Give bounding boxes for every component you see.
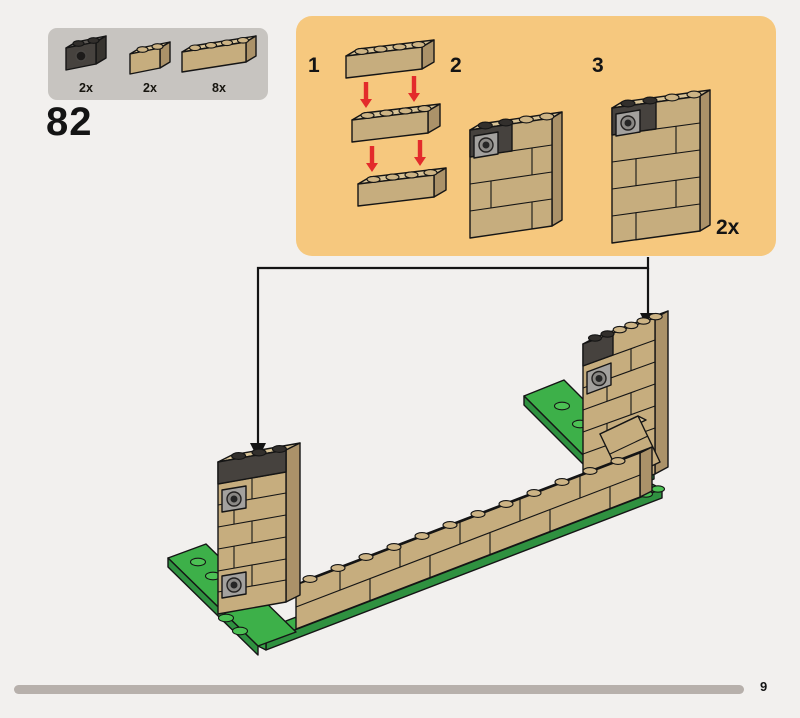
substep3-wall: [611, 89, 711, 244]
part-brick-1x4-tan-icon: [181, 35, 257, 73]
red-arrow-icon: [408, 76, 420, 102]
main-assembly-illustration: [167, 257, 669, 656]
red-arrow-icon: [414, 140, 426, 166]
part-count: 2x: [143, 81, 157, 95]
substep-illustrations: [345, 39, 711, 244]
red-arrow-icon: [366, 146, 378, 172]
substep1-brick-stack: [345, 39, 447, 207]
substep-multiplier: 2x: [716, 216, 740, 239]
substep2-wall: [469, 111, 563, 239]
substep-2-label: 2: [450, 54, 462, 77]
parts-illustrations: [65, 35, 257, 75]
step-number: 82: [46, 100, 93, 144]
wall-left: [217, 442, 301, 615]
wall-base-low: [295, 446, 653, 630]
red-arrow-icon: [360, 82, 372, 108]
part-brick-1x2-tan-icon: [129, 41, 171, 75]
part-count: 2x: [79, 81, 93, 95]
progress-bar: [14, 685, 744, 694]
brick-1x4: [345, 39, 435, 79]
parts-panel: 2x 2x 8x: [48, 28, 268, 100]
brick-1x4: [357, 167, 447, 207]
part-count: 8x: [212, 81, 226, 95]
brick-1x4: [351, 103, 441, 143]
substep-3-label: 3: [592, 54, 604, 77]
substep-callout: 1 2 3 2x: [296, 16, 776, 256]
page-number: 9: [760, 679, 768, 694]
substep-1-label: 1: [308, 54, 320, 77]
part-technic-brick-1x2-dark-icon: [65, 35, 107, 71]
